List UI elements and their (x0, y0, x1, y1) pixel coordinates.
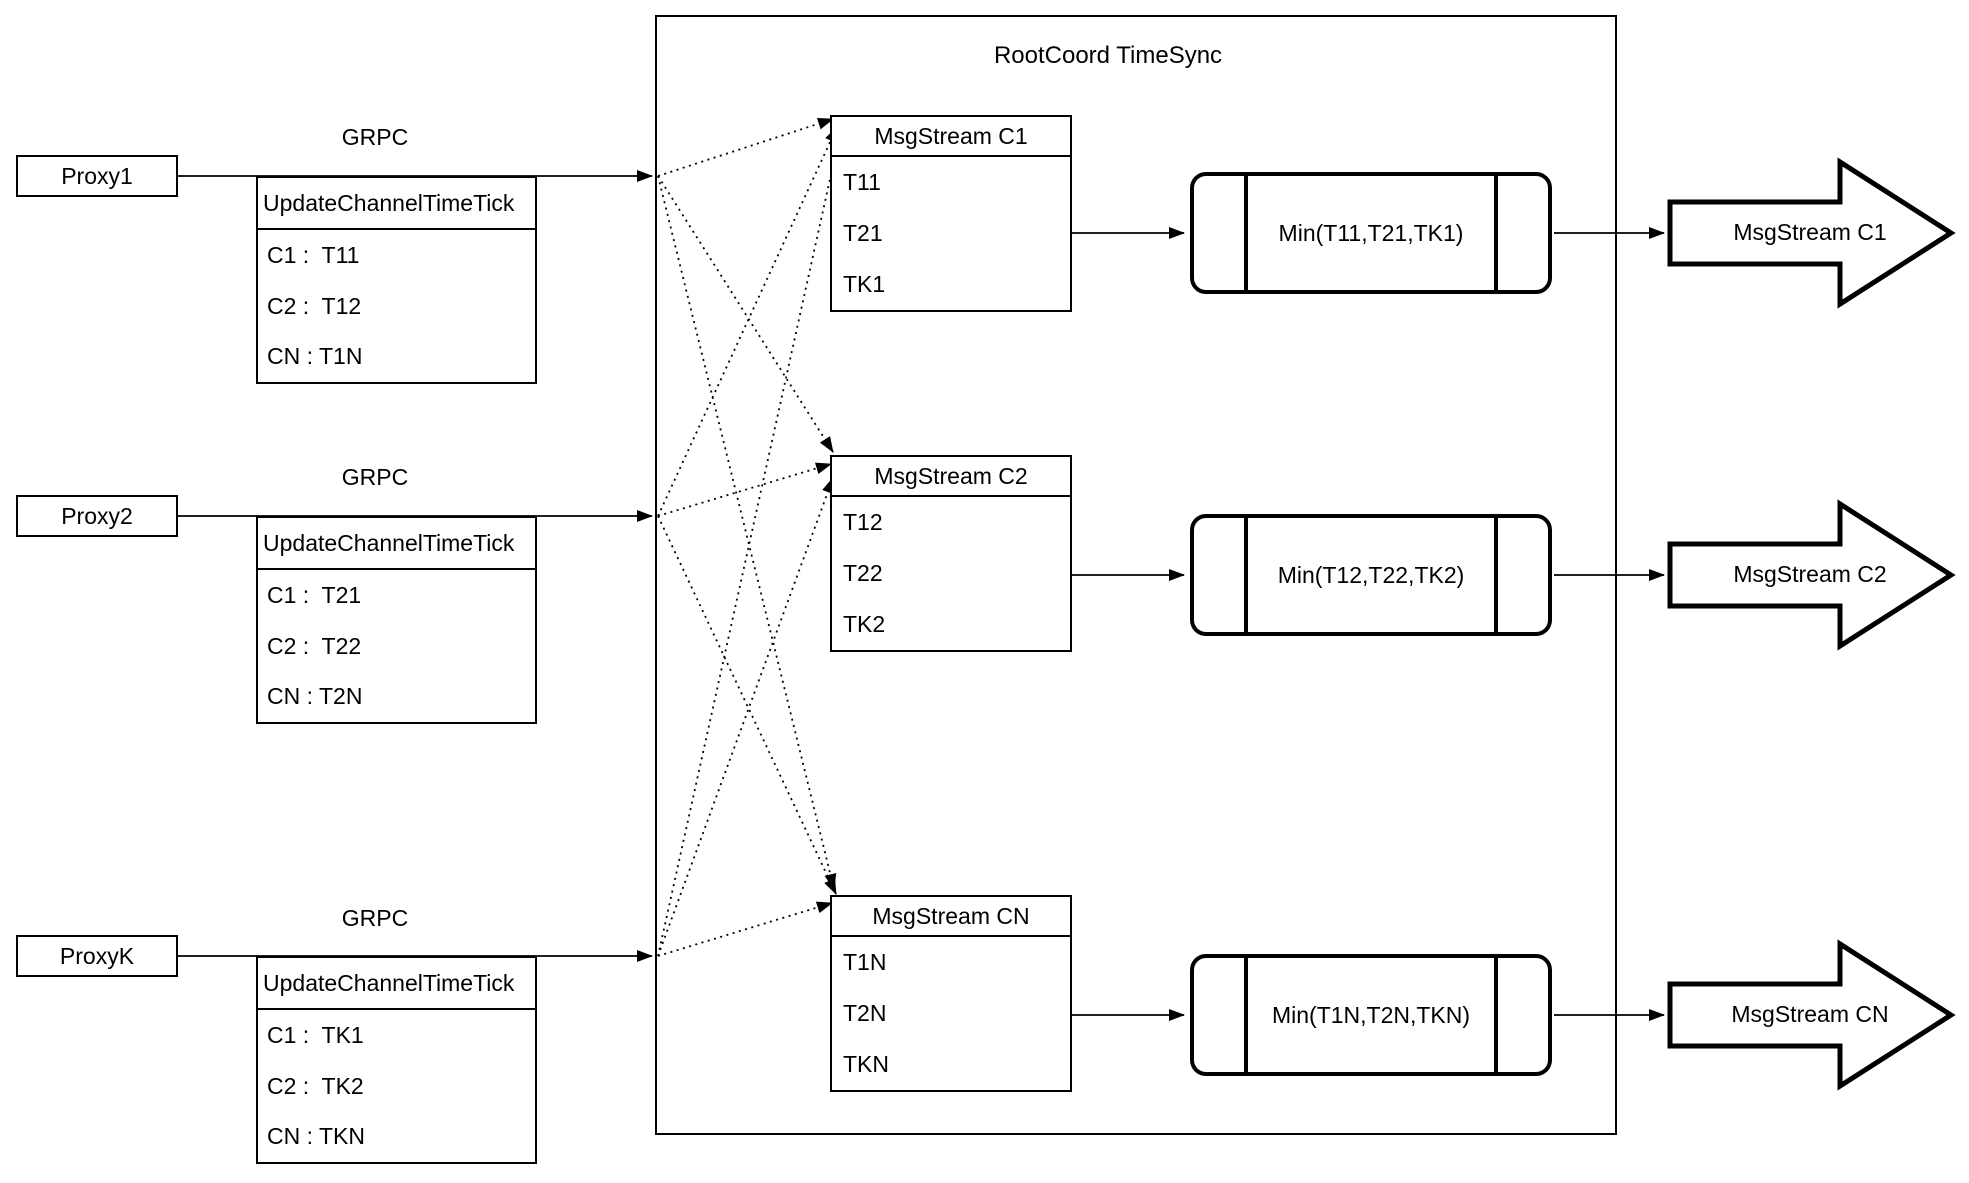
timetick-entry: C2 : T22 (267, 632, 362, 659)
tick-value: T22 (843, 560, 883, 586)
tick-value: T21 (843, 220, 883, 246)
proxyk-box: ProxyK (16, 935, 178, 977)
timetick-entry: CN : T1N (267, 343, 363, 370)
dotted-link-p2-c1 (657, 126, 838, 517)
msgstream-table-c1: MsgStream C1 T11 T21 TK1 (830, 115, 1072, 312)
rootcoord-title: RootCoord TimeSync (993, 42, 1223, 69)
msgstream-table-header: MsgStream C2 (832, 457, 1070, 497)
proxy1-timetick-table: UpdateChannelTimeTick C1 : T11 C2 : T12 … (256, 176, 537, 384)
proxy2-label: Proxy2 (61, 502, 133, 529)
process-divider (1244, 958, 1248, 1072)
tick-value: T11 (843, 169, 881, 195)
min-label: Min(T12,T22,TK2) (1277, 561, 1465, 588)
output-arrow-label-cn: MsgStream CN (1731, 1001, 1889, 1027)
min-process-box-cn: Min(T1N,T2N,TKN) (1190, 954, 1552, 1076)
proxy1-grpc-label: GRPC (341, 124, 409, 150)
tick-value: TK1 (843, 271, 886, 297)
timetick-table-header: UpdateChannelTimeTick (258, 958, 535, 1010)
timetick-entry: C2 : TK2 (267, 1072, 364, 1099)
dotted-link-p1-c1 (657, 117, 834, 177)
proxyk-label: ProxyK (59, 942, 135, 969)
process-divider (1244, 176, 1248, 290)
msgstream-table-cn: MsgStream CN T1N T2N TKN (830, 895, 1072, 1092)
proxy2-grpc-label: GRPC (341, 464, 409, 490)
proxy1-box: Proxy1 (16, 155, 178, 197)
timetick-entry: C1 : T11 (267, 241, 360, 268)
msgstream-table-header: MsgStream C1 (832, 117, 1070, 157)
timetick-table-header: UpdateChannelTimeTick (258, 178, 535, 230)
dotted-link-p2-cn (657, 515, 837, 895)
dotted-link-p1-c2 (657, 175, 834, 453)
output-arrow-shape-cn (1667, 939, 1956, 1091)
timetick-entry: C1 : T21 (267, 581, 362, 608)
process-divider (1244, 518, 1248, 632)
proxy2-timetick-table: UpdateChannelTimeTick C1 : T21 C2 : T22 … (256, 516, 537, 724)
tick-value: TK2 (843, 611, 886, 637)
dotted-link-p2-c2 (657, 462, 832, 517)
timetick-entry: C2 : T12 (267, 292, 362, 319)
dotted-link-pk-cn (657, 901, 833, 957)
msgstream-table-header: MsgStream CN (832, 897, 1070, 937)
tick-value: T1N (843, 949, 887, 975)
process-divider (1494, 518, 1498, 632)
dotted-link-pk-c1 (657, 133, 843, 957)
proxy1-label: Proxy1 (61, 162, 133, 189)
timetick-entry: CN : T2N (267, 683, 363, 710)
proxy2-box: Proxy2 (16, 495, 178, 537)
output-arrow-shape-c1 (1667, 157, 1956, 309)
timetick-entry: CN : TKN (267, 1123, 365, 1150)
msgstream-table-c2: MsgStream C2 T12 T22 TK2 (830, 455, 1072, 652)
dotted-link-p1-cn (657, 175, 837, 890)
timetick-table-header: UpdateChannelTimeTick (258, 518, 535, 570)
dotted-link-pk-c2 (657, 477, 834, 957)
tick-value: T2N (843, 1000, 887, 1026)
min-label: Min(T1N,T2N,TKN) (1271, 1001, 1471, 1028)
min-process-box-c1: Min(T11,T21,TK1) (1190, 172, 1552, 294)
min-label: Min(T11,T21,TK1) (1278, 219, 1464, 246)
proxyk-timetick-table: UpdateChannelTimeTick C1 : TK1 C2 : TK2 … (256, 956, 537, 1164)
tick-value: TKN (843, 1051, 889, 1077)
process-divider (1494, 176, 1498, 290)
tick-value: T12 (843, 509, 883, 535)
timetick-entry: C1 : TK1 (267, 1021, 364, 1048)
output-arrow-shape-c2 (1667, 499, 1956, 651)
process-divider (1494, 958, 1498, 1072)
proxyk-grpc-label: GRPC (341, 905, 409, 931)
output-arrow-label-c2: MsgStream C2 (1733, 561, 1887, 587)
min-process-box-c2: Min(T12,T22,TK2) (1190, 514, 1552, 636)
output-arrow-label-c1: MsgStream C1 (1733, 219, 1887, 245)
